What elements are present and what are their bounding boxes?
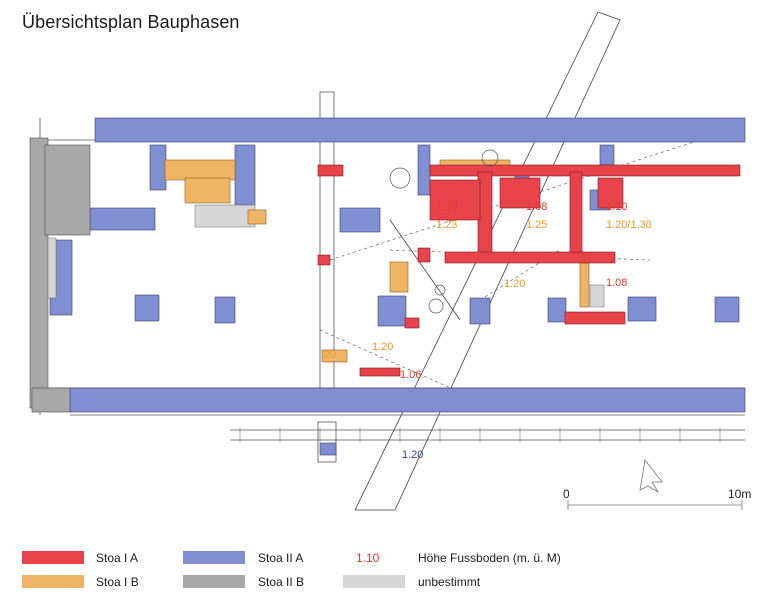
- stoa-1a-walls: [317, 164, 741, 377]
- height-label-2: 1.23: [436, 219, 457, 231]
- legend-label-stoa-1b: Stoa I B: [96, 575, 139, 589]
- unbestimmt-areas: [47, 204, 605, 308]
- legend-label-stoa-2b: Stoa II B: [258, 575, 305, 589]
- floor-height-labels: 1.10 1.23 1.08 1.25 1.10 1.20/1.30 1.20 …: [324, 201, 652, 461]
- legend-label-unbestimmt: unbestimmt: [418, 575, 481, 589]
- legend-label-stoa-2a: Stoa II A: [258, 551, 304, 565]
- legend-label-stoa-1a: Stoa I A: [96, 551, 139, 565]
- height-label-1: 1.10: [436, 201, 457, 213]
- scale-end-label: 10m: [728, 487, 751, 501]
- height-label-10: 1.06: [400, 369, 421, 381]
- north-arrow-icon: [639, 459, 663, 493]
- height-label-4: 1.25: [526, 219, 547, 231]
- height-label-9: 1.20: [372, 341, 393, 353]
- height-label-8: 1.08: [606, 277, 627, 289]
- height-label-6: 1.20/1.30: [606, 219, 652, 231]
- legend-swatch-stoa-2b: [183, 575, 245, 588]
- stoa-2a-walls: [49, 117, 746, 456]
- height-label-3: 1.08: [526, 201, 547, 213]
- rubble-details: [389, 149, 499, 314]
- legend-swatch-stoa-1a: [22, 551, 84, 564]
- scale-start-label: 0: [563, 487, 570, 501]
- legend-swatch-unbestimmt: [343, 575, 405, 588]
- legend-label-height: Höhe Fussboden (m. ü. M): [418, 551, 561, 565]
- diagonal-trench: [354, 11, 621, 511]
- height-label-5: 1.10: [606, 201, 627, 213]
- height-label-7: 1.20: [504, 278, 525, 290]
- legend-swatch-stoa-1b: [22, 575, 84, 588]
- scale-bar: [567, 500, 743, 510]
- measurement-ticks: [239, 428, 721, 442]
- height-label-12: 20: [324, 349, 336, 361]
- page-title: Übersichtsplan Bauphasen: [22, 12, 240, 32]
- height-label-11: 1.20: [402, 449, 423, 461]
- legend-height-sample: 1.10: [356, 551, 380, 565]
- legend-swatch-stoa-2a: [183, 551, 245, 564]
